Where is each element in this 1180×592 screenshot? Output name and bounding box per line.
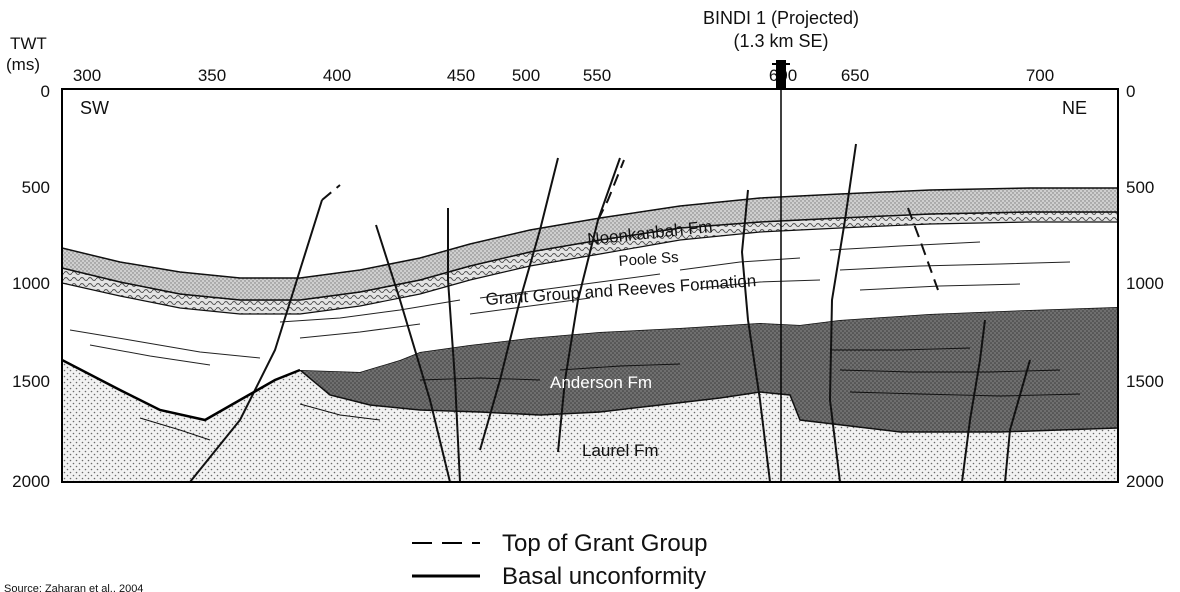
y-tick-labels-right: 0 500 1000 1500 2000 (1126, 82, 1164, 491)
grant-reflectors (69, 241, 1071, 366)
y-tick-label: 2000 (12, 472, 50, 491)
y-tick-label: 2000 (1126, 472, 1164, 491)
legend: Top of Grant Group Basal unconformity (412, 530, 707, 590)
y-tick-label: 0 (41, 82, 50, 101)
legend-solid-label: Basal unconformity (502, 563, 706, 590)
y-tick-label: 500 (22, 178, 50, 197)
x-tick-label: 550 (583, 66, 611, 85)
x-tick-label: 300 (73, 66, 101, 85)
x-tick-label: 500 (512, 66, 540, 85)
section-frame (61, 88, 1119, 483)
y-tick-label: 500 (1126, 178, 1154, 197)
basal-unconformity (62, 358, 301, 422)
top-of-grant-dashed (321, 159, 939, 291)
source-credit: Source: Zaharan et al., 2004 (4, 583, 143, 592)
noonkanbah-fm-body (62, 187, 1118, 301)
x-tick-label: 450 (447, 66, 475, 85)
x-tick-label: 400 (323, 66, 351, 85)
y-tick-label: 1500 (12, 372, 50, 391)
well-name-label: BINDI 1 (Projected) (703, 8, 859, 28)
y-axis-title-line1: TWT (10, 34, 47, 53)
ne-direction-label: NE (1062, 98, 1087, 118)
y-tick-label: 1000 (12, 274, 50, 293)
faults (189, 143, 1031, 482)
x-tick-labels: 300 350 400 450 500 550 600 650 700 (73, 66, 1054, 85)
y-tick-label: 1500 (1126, 372, 1164, 391)
grant-group-body (62, 222, 1118, 420)
y-tick-labels-left: 0 500 1000 1500 2000 (12, 82, 50, 491)
deep-reflectors (139, 347, 1081, 441)
sw-direction-label: SW (80, 98, 109, 118)
laurel-fm-body (62, 360, 1118, 482)
laurel-fm-label: Laurel Fm (582, 441, 659, 460)
x-tick-label: 700 (1026, 66, 1054, 85)
x-tick-label: 650 (841, 66, 869, 85)
well-offset-label: (1.3 km SE) (733, 31, 828, 51)
poole-ss-label: Poole Ss (618, 249, 679, 270)
y-tick-label: 0 (1126, 82, 1135, 101)
cross-section (62, 89, 1118, 482)
anderson-fm-label: Anderson Fm (550, 373, 652, 392)
bindi-1-well-symbol (772, 60, 790, 88)
y-axis-title-line2: (ms) (6, 55, 40, 74)
legend-dashed-label: Top of Grant Group (502, 530, 707, 557)
x-tick-label: 350 (198, 66, 226, 85)
y-tick-label: 1000 (1126, 274, 1164, 293)
